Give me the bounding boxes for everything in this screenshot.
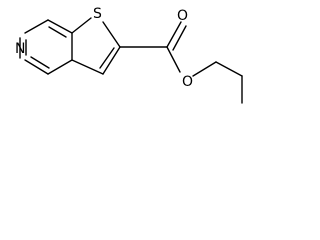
bond-double-inner-1 (48, 26, 67, 38)
bond-n-c7a (24, 19, 49, 34)
bond-c2-c3-double (99, 47, 115, 69)
bond-double-inner-2 (30, 56, 50, 69)
bond-c7a-s (71, 17, 92, 34)
bond-o-ch2 (192, 61, 217, 77)
nitrogen-atom-label: N (15, 41, 25, 57)
bond-c3a-c4 (47, 59, 73, 75)
ester-oxygen-label: O (182, 74, 193, 90)
bond-c3-c3a (71, 59, 104, 75)
bond-carbonyl-o-single (166, 46, 181, 73)
bond-c2-c3 (102, 46, 121, 75)
bond-ch2-ch3 (215, 61, 243, 77)
bond-carbonyl-o-double-1 (166, 21, 182, 48)
bond-s-c2 (102, 21, 121, 48)
bond-carbonyl-o-double-2 (172, 25, 187, 51)
carbonyl-oxygen-label: O (177, 8, 188, 24)
bond-c4-c5 (24, 59, 49, 75)
molecule-structure-diagram: N S O O (15, 6, 243, 104)
bond-c7a-c7a (47, 19, 73, 34)
sulfur-atom-label: S (93, 6, 102, 22)
